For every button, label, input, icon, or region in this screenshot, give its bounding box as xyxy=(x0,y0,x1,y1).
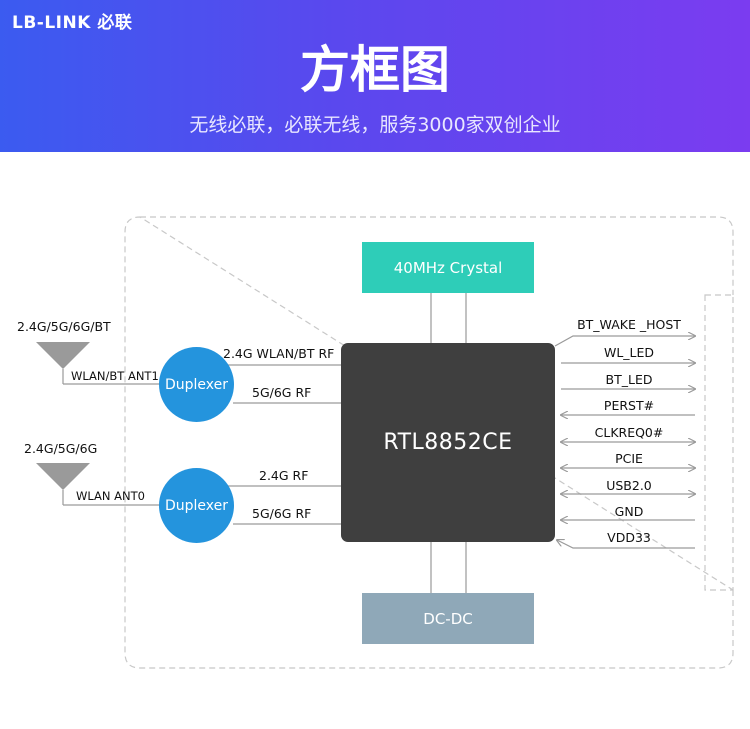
page-title: 方框图 xyxy=(300,41,450,99)
signal-label: PCIE xyxy=(615,451,643,466)
signal-label: USB2.0 xyxy=(606,478,652,493)
brand-logo: LB-LINK 必联 xyxy=(12,13,133,33)
duplexer-top: Duplexer xyxy=(159,347,234,422)
antenna-top-icon xyxy=(36,342,90,369)
signal-label: BT_LED xyxy=(605,372,653,387)
signal-label: VDD33 xyxy=(607,530,651,545)
signal-label: WL_LED xyxy=(603,345,655,360)
antenna-bottom-icon xyxy=(36,463,90,490)
antenna-bottom-port: WLAN ANT0 xyxy=(76,489,145,503)
antenna-bottom-bands: 2.4G/5G/6G xyxy=(24,441,98,456)
rf-label-1: 2.4G WLAN/BT RF xyxy=(223,346,335,361)
signal-line-vdd33 xyxy=(557,540,695,549)
header-banner: LB-LINK 必联 方框图 无线必联，必联无线，服务3000家双创企业 xyxy=(0,0,750,152)
dcdc-block: DC-DC xyxy=(362,593,534,644)
signal-label: GND xyxy=(614,504,644,519)
rf-label-3: 2.4G RF xyxy=(259,468,309,483)
duplexer-bottom: Duplexer xyxy=(159,468,234,543)
signal-label: CLKREQ0# xyxy=(594,425,664,440)
crystal-block: 40MHz Crystal xyxy=(362,242,534,293)
signal-label: PERST# xyxy=(603,398,655,413)
antenna-top-bands: 2.4G/5G/6G/BT xyxy=(17,319,111,334)
signal-label: BT_WAKE _HOST xyxy=(577,317,681,332)
connector-outline xyxy=(704,294,734,591)
chip-block: RTL8852CE xyxy=(341,343,555,542)
rf-label-2: 5G/6G RF xyxy=(252,385,312,400)
page-subtitle: 无线必联，必联无线，服务3000家双创企业 xyxy=(189,114,561,136)
antenna-top-port: WLAN/BT ANT1 xyxy=(71,369,159,383)
board-outline xyxy=(124,216,734,669)
rf-label-4: 5G/6G RF xyxy=(252,506,312,521)
signal-line-bt-wake-host xyxy=(554,336,695,347)
